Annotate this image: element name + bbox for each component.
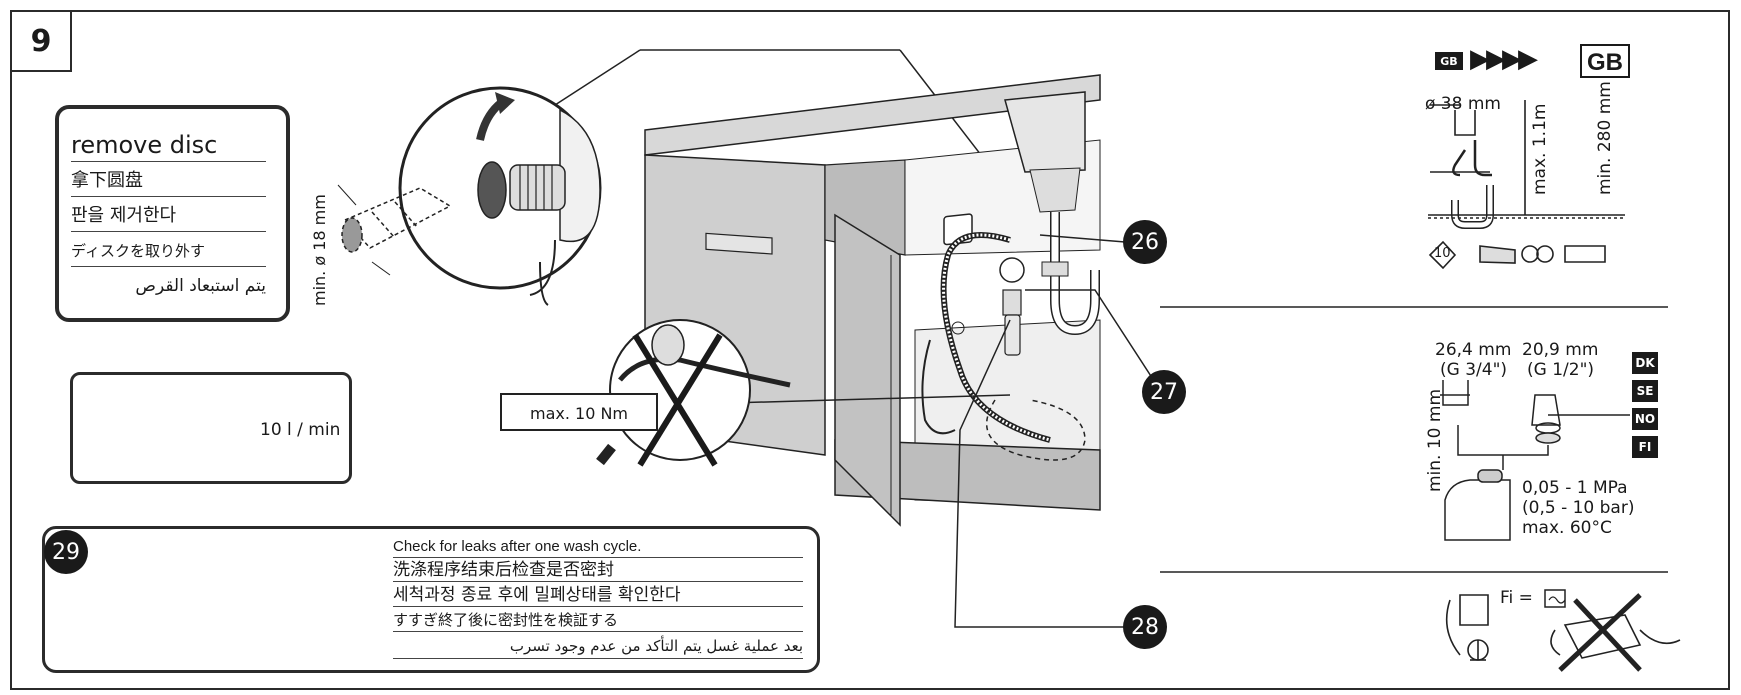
- connector-size-a: 26,4 mm: [1435, 340, 1512, 360]
- leak-check-ar: بعد عملية غسل يتم التأكد من عدم وجود تسر…: [393, 634, 803, 659]
- remove-disc-ar: يتم استبعاد القرص: [135, 276, 266, 296]
- fi-label: Fi =: [1500, 588, 1533, 608]
- siphon-max-height: max. 1.1m: [1530, 103, 1550, 195]
- flow-rate-box: [70, 372, 352, 484]
- part-number-10: 10: [1434, 246, 1451, 261]
- siphon-diameter: ø 38 mm: [1425, 94, 1501, 114]
- max-temperature: max. 60°C: [1522, 518, 1612, 538]
- siphon-height-drawing: [1428, 100, 1625, 270]
- leak-check-ja: すすぎ終了後に密封性を検証する: [393, 609, 803, 632]
- callout-29: 29: [44, 530, 88, 574]
- hose-outline: [341, 187, 452, 253]
- water-pressure-bar: (0,5 - 10 bar): [1522, 498, 1635, 518]
- water-pressure-mpa: 0,05 - 1 MPa: [1522, 478, 1628, 498]
- connector-size-b: 20,9 mm: [1522, 340, 1599, 360]
- hose-diameter-label: min. ø 18 mm: [310, 194, 329, 306]
- step-number: 9: [10, 10, 72, 72]
- flag-dk: DK: [1632, 352, 1658, 374]
- torque-label: max. 10 Nm: [500, 393, 658, 431]
- flow-rate-label: 10 l / min: [260, 420, 341, 440]
- callout-26: 26: [1123, 220, 1167, 264]
- tap-detail-magnifier: [398, 86, 602, 306]
- remove-disc-box: remove disc 拿下圆盘 판을 제거한다 ディスクを取り外す يتم ا…: [55, 105, 290, 322]
- gb-big-flag: GB: [1580, 44, 1630, 78]
- siphon-min-height: min. 280 mm: [1595, 81, 1615, 195]
- instruction-frame: [10, 10, 1730, 690]
- flag-se: SE: [1632, 380, 1658, 402]
- leak-check-zh: 洗涤程序结束后检查是否密封: [393, 559, 803, 582]
- callout-28: 28: [1123, 605, 1167, 649]
- connector-thread-b: (G 1/2"): [1527, 360, 1595, 380]
- leak-check-en: Check for leaks after one wash cycle.: [393, 537, 803, 558]
- extension-socket-forbidden: [1445, 593, 1681, 672]
- thread-connector-drawing: [1440, 380, 1630, 541]
- connector-thread-a: (G 3/4"): [1440, 360, 1508, 380]
- remove-disc-zh: 拿下圆盘: [71, 166, 266, 197]
- gb-small-flag: GB: [1435, 52, 1463, 70]
- flag-no: NO: [1632, 408, 1658, 430]
- callout-27: 27: [1142, 370, 1186, 414]
- leak-check-ko: 세척과정 종료 후에 밀폐상태를 확인한다: [393, 584, 803, 607]
- remove-disc-en: remove disc: [71, 129, 266, 162]
- gb-arrows: ▶▶▶▶: [1470, 44, 1538, 74]
- remove-disc-ja: ディスクを取り外す: [71, 236, 266, 267]
- connector-min-length: min. 10 mm: [1425, 388, 1445, 492]
- leak-check-box: [42, 526, 820, 673]
- remove-disc-ko: 판을 제거한다: [71, 201, 266, 232]
- flag-fi: FI: [1632, 436, 1658, 458]
